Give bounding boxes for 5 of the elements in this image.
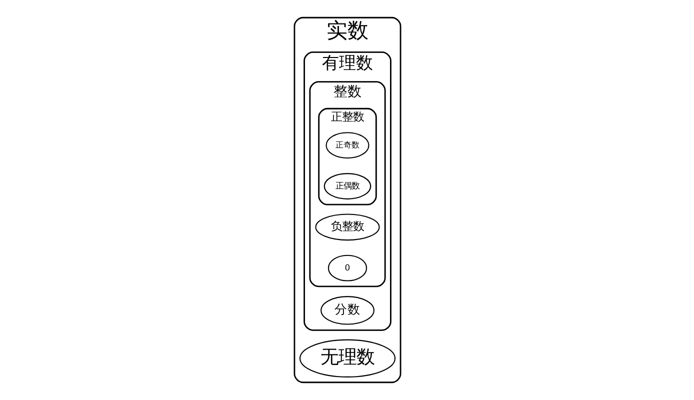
node-ellipse: 负整数	[314, 214, 380, 241]
node-ellipse: 正偶数	[323, 173, 371, 200]
node-ellipse: 0	[327, 254, 367, 282]
node-ellipse: 分数	[320, 296, 374, 325]
node-ellipse: 无理数	[298, 339, 396, 378]
